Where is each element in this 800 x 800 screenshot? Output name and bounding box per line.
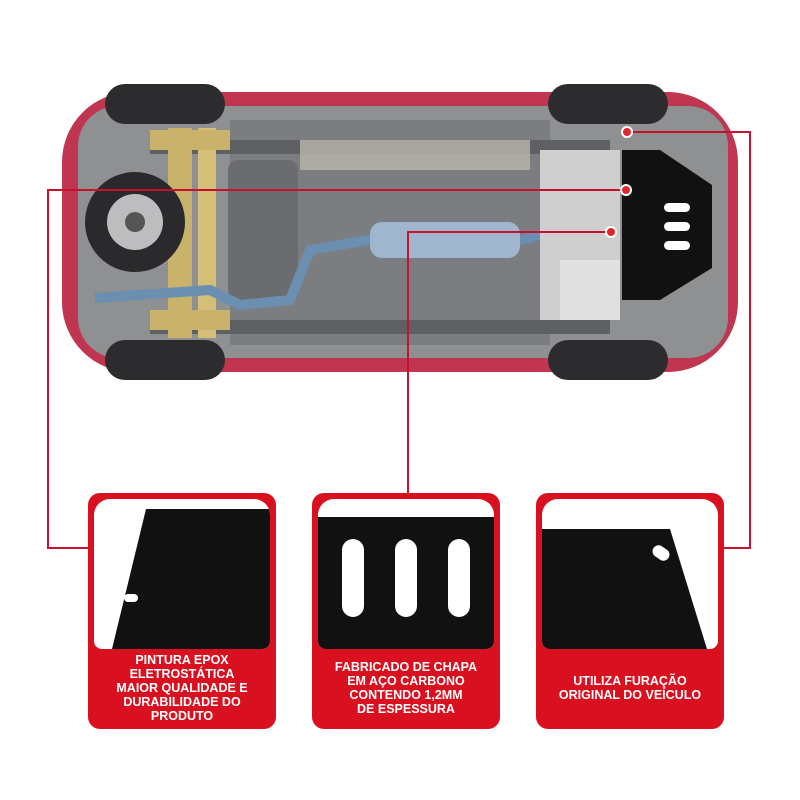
plate-closeup-photo [542, 499, 718, 649]
feature-card-epoxy-paint: PINTURA EPOX ELETROSTÁTICA MAIOR QUALIDA… [88, 493, 276, 729]
plate-corner-image [112, 509, 270, 649]
feature-caption: UTILIZA FURAÇÃO ORIGINAL DO VEÍCULO [558, 674, 702, 702]
feature-card-carbon-steel: FABRICADO DE CHAPA EM AÇO CARBONO CONTEN… [312, 493, 500, 729]
callout-dots [605, 126, 633, 238]
tires [105, 84, 668, 380]
plate-slots-image [318, 517, 494, 649]
callout-lines [47, 131, 751, 549]
engine-protector-plate [622, 150, 712, 300]
plate-closeup-photo [318, 499, 494, 649]
plate-closeup-photo [94, 499, 270, 649]
feature-caption: FABRICADO DE CHAPA EM AÇO CARBONO CONTEN… [334, 660, 478, 716]
car-underbody [62, 92, 738, 372]
plate-edge-image [542, 529, 707, 649]
feature-caption: PINTURA EPOX ELETROSTÁTICA MAIOR QUALIDA… [116, 653, 248, 723]
feature-card-original-holes: UTILIZA FURAÇÃO ORIGINAL DO VEÍCULO [536, 493, 724, 729]
